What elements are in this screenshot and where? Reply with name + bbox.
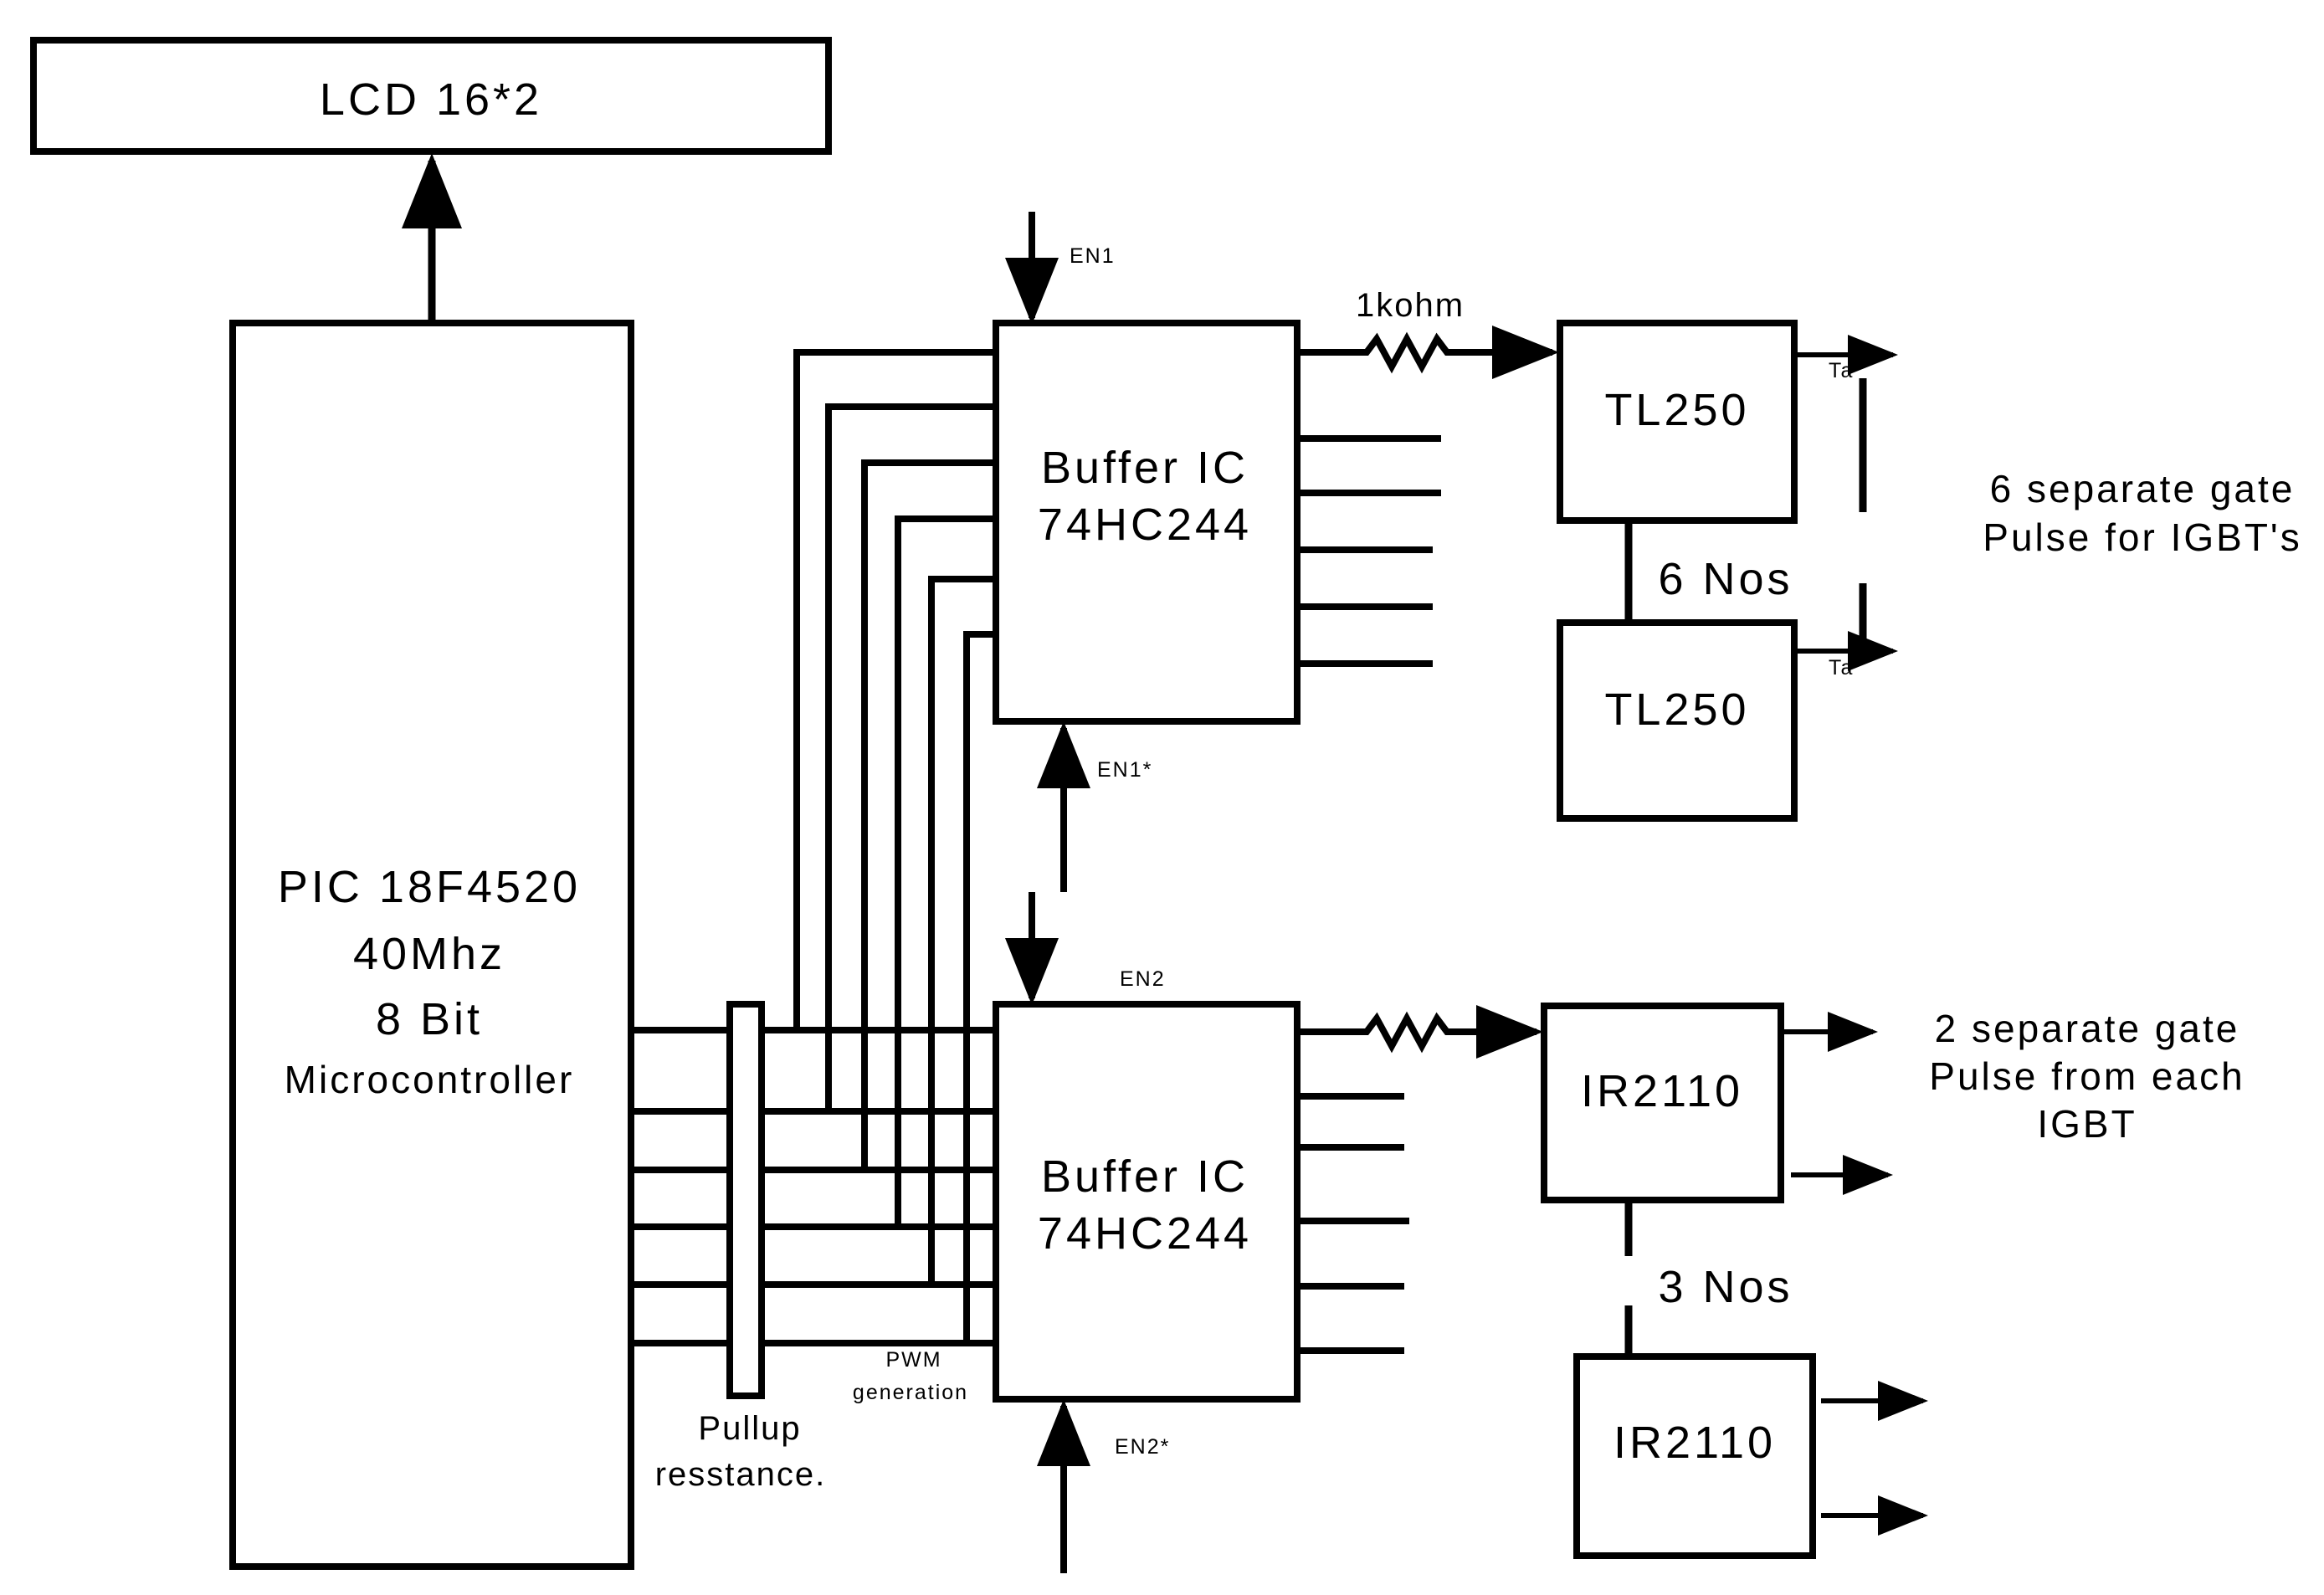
mcu-label-line2: 40Mhz bbox=[353, 929, 505, 979]
resistor-ir2110 bbox=[1297, 1005, 1543, 1059]
ir2110-bottom-block: IR2110 bbox=[1573, 1353, 1816, 1559]
ir2110-output-note-line2: Pulse from each bbox=[1929, 1054, 2244, 1098]
buffer-top-label-line2: 74HC244 bbox=[1038, 500, 1252, 550]
mcu-label-line4: Microcontroller bbox=[285, 1058, 575, 1101]
lcd-block: LCD 16*2 bbox=[30, 37, 832, 155]
pwm-label-line1: PWM bbox=[885, 1348, 941, 1372]
buffer-bottom-label-line1: Buffer IC bbox=[1041, 1151, 1249, 1202]
ir2110-top-label: IR2110 bbox=[1581, 1066, 1743, 1116]
ir2110-output-note-line1: 2 separate gate bbox=[1935, 1007, 2240, 1050]
ir2110-bottom-label: IR2110 bbox=[1613, 1418, 1776, 1468]
ir2110-count: 3 Nos bbox=[1658, 1262, 1793, 1312]
tl250-output-note-line2: Pulse for IGBT's bbox=[1983, 515, 2301, 559]
ir2110-output-note-line3: IGBT bbox=[2037, 1102, 2137, 1146]
tl250-bottom-block: TL250 bbox=[1557, 619, 1798, 822]
data-bus-wires bbox=[631, 349, 996, 1346]
resistor-label: 1kohm bbox=[1356, 287, 1465, 324]
pwm-label-line2: generation bbox=[853, 1381, 968, 1404]
en2-bar-label: EN2* bbox=[1115, 1435, 1170, 1459]
tl250-bottom-label: TL250 bbox=[1604, 685, 1749, 735]
buffer-ic-bottom: Buffer IC 74HC244 bbox=[993, 1001, 1301, 1403]
tl250-top-label: TL250 bbox=[1604, 385, 1749, 435]
tl250-count: 6 Nos bbox=[1658, 554, 1793, 604]
microcontroller-block: PIC 18F4520 40Mhz 8 Bit Microcontroller bbox=[229, 320, 634, 1570]
pullup-resistor-pack bbox=[726, 1001, 765, 1399]
tl250-bottom-output-label: Ta bbox=[1829, 656, 1854, 680]
mcu-label-line1: PIC 18F4520 bbox=[278, 862, 581, 912]
tl250-top-block: TL250 bbox=[1557, 320, 1798, 524]
buffer-top-outputs bbox=[1297, 435, 1441, 667]
en2-label: EN2 bbox=[1120, 967, 1166, 991]
en1-label: EN1 bbox=[1070, 244, 1116, 268]
tl250-top-output-label: Ta bbox=[1829, 359, 1854, 382]
buffer-ic-top: Buffer IC 74HC244 bbox=[993, 320, 1301, 725]
lcd-label: LCD 16*2 bbox=[320, 74, 542, 125]
pullup-label-line1: Pullup bbox=[698, 1410, 801, 1447]
tl250-output-note-line1: 6 separate gate bbox=[1990, 467, 2296, 510]
mcu-label-line3: 8 Bit bbox=[376, 994, 483, 1044]
en1-bar-label: EN1* bbox=[1097, 758, 1152, 782]
ir2110-top-block: IR2110 bbox=[1541, 1003, 1784, 1203]
pullup-label-line2: resstance. bbox=[655, 1456, 827, 1493]
resistor-1kohm bbox=[1297, 326, 1559, 379]
buffer-top-label-line1: Buffer IC bbox=[1041, 443, 1249, 493]
buffer-bottom-label-line2: 74HC244 bbox=[1038, 1208, 1252, 1259]
buffer-bottom-outputs bbox=[1297, 1093, 1409, 1354]
